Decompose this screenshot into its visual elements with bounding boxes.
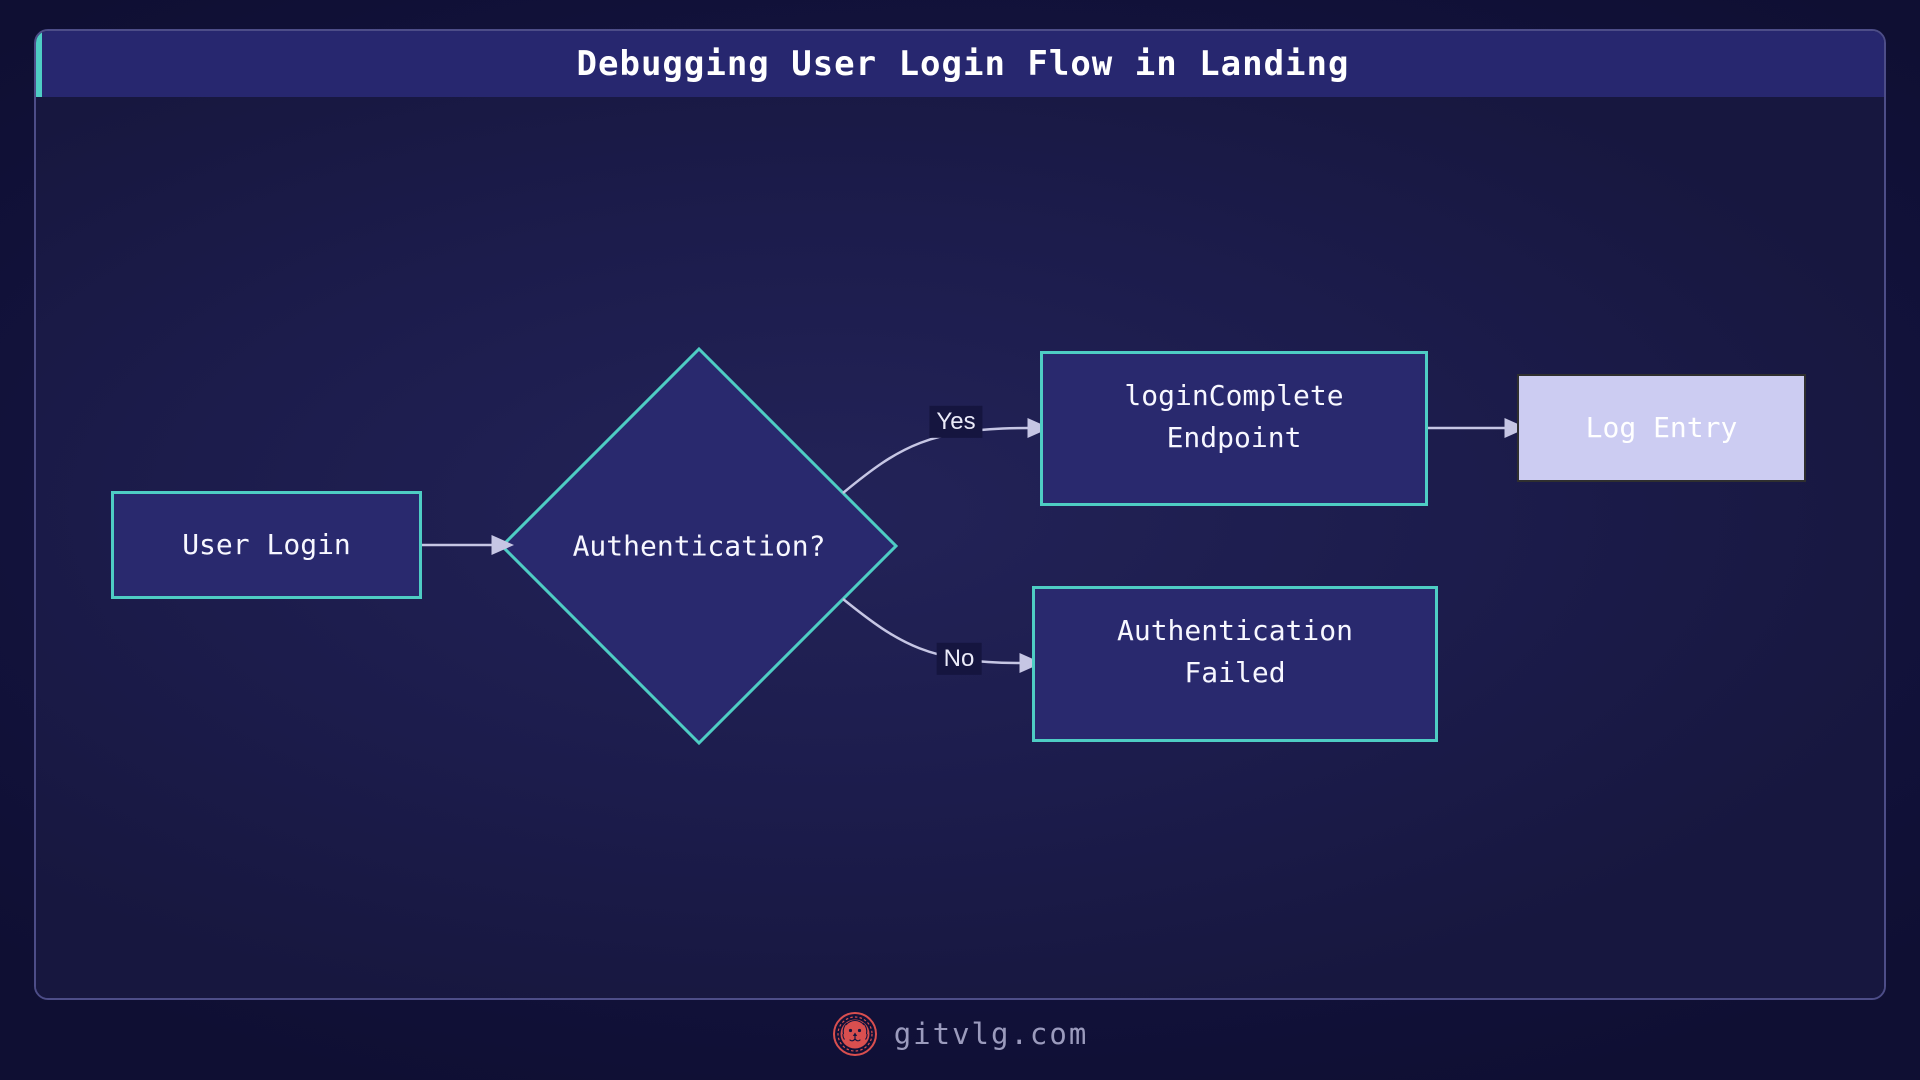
flowchart-canvas <box>36 97 1884 998</box>
panel-header: Debugging User Login Flow in Landing <box>36 31 1884 97</box>
lion-logo-icon <box>832 1012 877 1056</box>
site-url-text: gitvlg.com <box>893 1017 1089 1051</box>
page-title: Debugging User Login Flow in Landing <box>576 44 1350 84</box>
footer: gitvlg.com <box>0 1006 1920 1062</box>
flowchart-panel: Debugging User Login Flow in Landing <box>34 29 1886 1000</box>
